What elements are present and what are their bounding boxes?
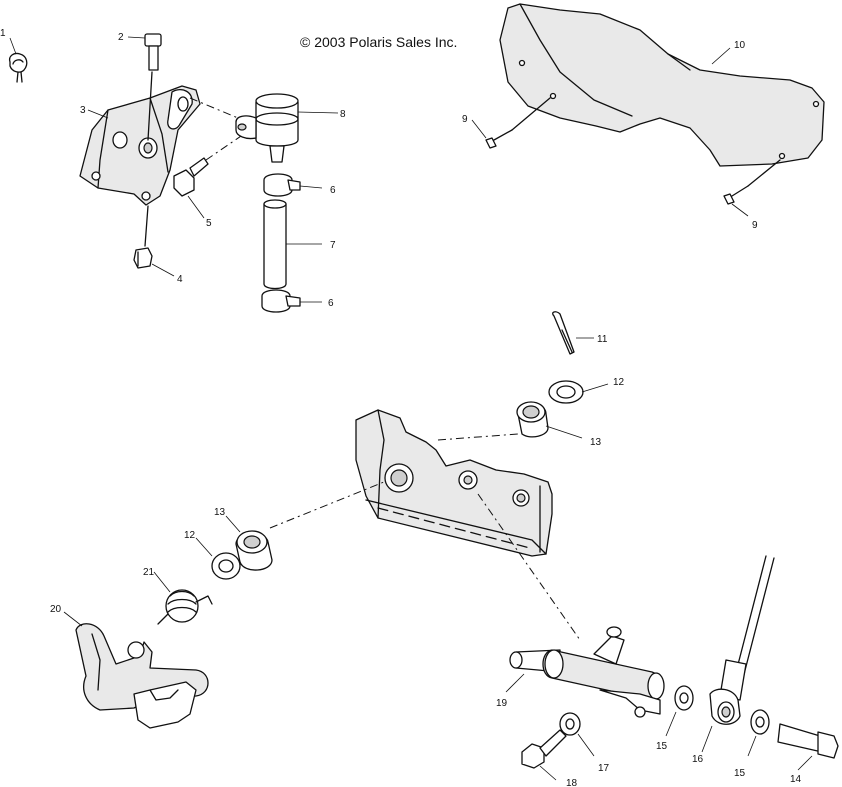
part-bracket [79,71,201,247]
part-washer-17 [559,712,595,757]
copyright-text: © 2003 Polaris Sales Inc. [300,34,457,50]
part-bolt-side [173,133,245,219]
callout-15a: 15 [656,741,668,752]
part-screw-right [723,159,781,217]
callout-13a: 13 [590,437,602,448]
callout-13b: 13 [214,507,226,518]
callout-19: 19 [496,698,508,709]
callout-17: 17 [598,763,610,774]
callout-1: 1 [0,28,6,39]
part-nut [133,247,175,277]
part-cotter-pin [552,311,594,355]
callout-3: 3 [80,105,86,116]
callout-5: 5 [206,218,212,229]
callout-12b: 12 [184,530,196,541]
callout-16: 16 [692,754,704,765]
part-clamp-lower [261,289,322,313]
callout-10: 10 [734,40,746,51]
part-cover [499,3,825,167]
part-clamp-upper [263,173,323,197]
part-hose [263,199,322,290]
part-pivot-shaft [505,626,665,718]
callout-11: 11 [597,334,608,345]
callout-18: 18 [566,778,578,787]
callout-4: 4 [177,274,183,285]
part-clip [8,37,28,83]
part-bushing-upper [437,401,583,441]
part-washer-lower [195,537,241,580]
part-brake-rod [701,555,775,753]
callout-6a: 6 [330,185,336,196]
part-bolt-top [127,33,162,71]
part-washer-upper [548,380,609,404]
callout-6b: 6 [328,298,334,309]
callout-15b: 15 [734,768,746,779]
callout-2: 2 [118,32,124,43]
callout-9a: 9 [462,114,468,125]
part-washer-15-right [747,709,770,757]
part-bolt-14 [777,723,839,771]
callout-7: 7 [330,240,336,251]
part-spring [153,571,213,625]
part-bolt-18 [521,729,567,781]
callout-8: 8 [340,109,346,120]
part-bushing-lower [225,515,273,571]
part-washer-15-left [665,685,694,737]
callout-21: 21 [143,567,155,578]
part-screw-left [471,97,551,149]
callout-12a: 12 [613,377,625,388]
callout-14: 14 [790,774,802,785]
part-reservoir [189,93,339,163]
part-pedal-bracket [269,409,581,641]
callout-20: 20 [50,604,62,615]
part-brake-pedal [63,611,209,729]
callout-9b: 9 [752,220,758,231]
